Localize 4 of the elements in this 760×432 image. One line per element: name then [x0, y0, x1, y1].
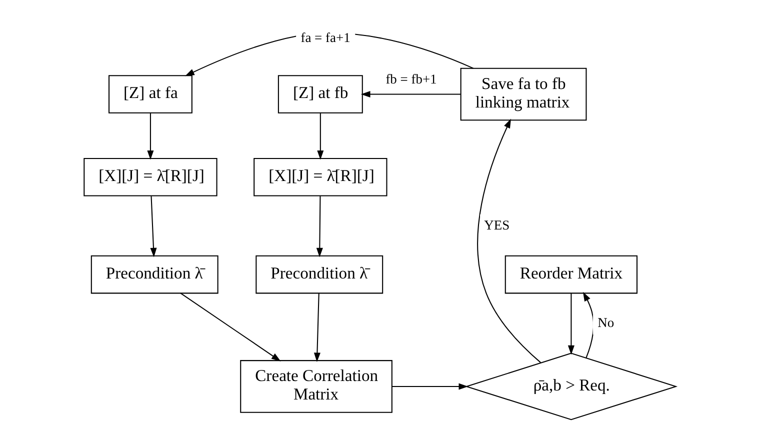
edge-label: fb = fb+1 [386, 71, 437, 86]
edge-label: No [598, 314, 614, 330]
edge-label: YES [484, 217, 510, 232]
edge-label: fa = fa+1 [300, 30, 350, 45]
